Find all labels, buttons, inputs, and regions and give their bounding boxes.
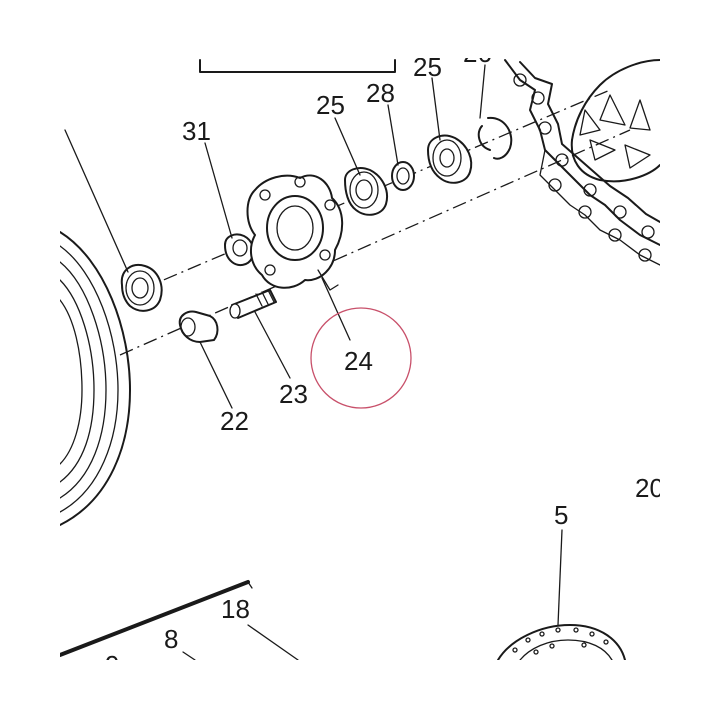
label-18: 18 xyxy=(221,594,250,624)
label-20: 20 xyxy=(635,473,664,503)
bearing-left xyxy=(120,264,163,312)
part-24-flange xyxy=(246,174,344,291)
crop-bottom-mask xyxy=(0,660,720,720)
wheel-rim xyxy=(59,231,131,526)
part-22-spacer xyxy=(178,310,219,343)
part-25-bearing-b xyxy=(427,134,473,184)
part-28-ring xyxy=(391,161,415,191)
label-24: 24 xyxy=(344,346,373,376)
part-31-bushing xyxy=(224,233,255,267)
label-8: 8 xyxy=(164,624,178,654)
label-28: 28 xyxy=(366,78,395,108)
crop-right-mask xyxy=(660,0,720,720)
brake-disc xyxy=(497,624,626,661)
frame-fragment xyxy=(199,59,396,73)
highlight-circle-24 xyxy=(310,307,412,409)
leader-lines xyxy=(64,64,563,661)
sprocket-and-chain xyxy=(504,59,661,266)
label-31: 31 xyxy=(182,116,211,146)
label-5: 5 xyxy=(554,500,568,530)
label-23: 23 xyxy=(279,379,308,409)
part-23-stud xyxy=(229,289,277,319)
frame-bar xyxy=(58,580,253,657)
part-26-circlip xyxy=(477,116,513,160)
label-22: 22 xyxy=(220,406,249,436)
label-25-a: 25 xyxy=(316,90,345,120)
part-25-bearing-a xyxy=(344,167,388,216)
assembly-axes xyxy=(119,89,631,356)
crop-top-mask xyxy=(0,0,720,58)
crop-left-mask xyxy=(0,0,60,720)
